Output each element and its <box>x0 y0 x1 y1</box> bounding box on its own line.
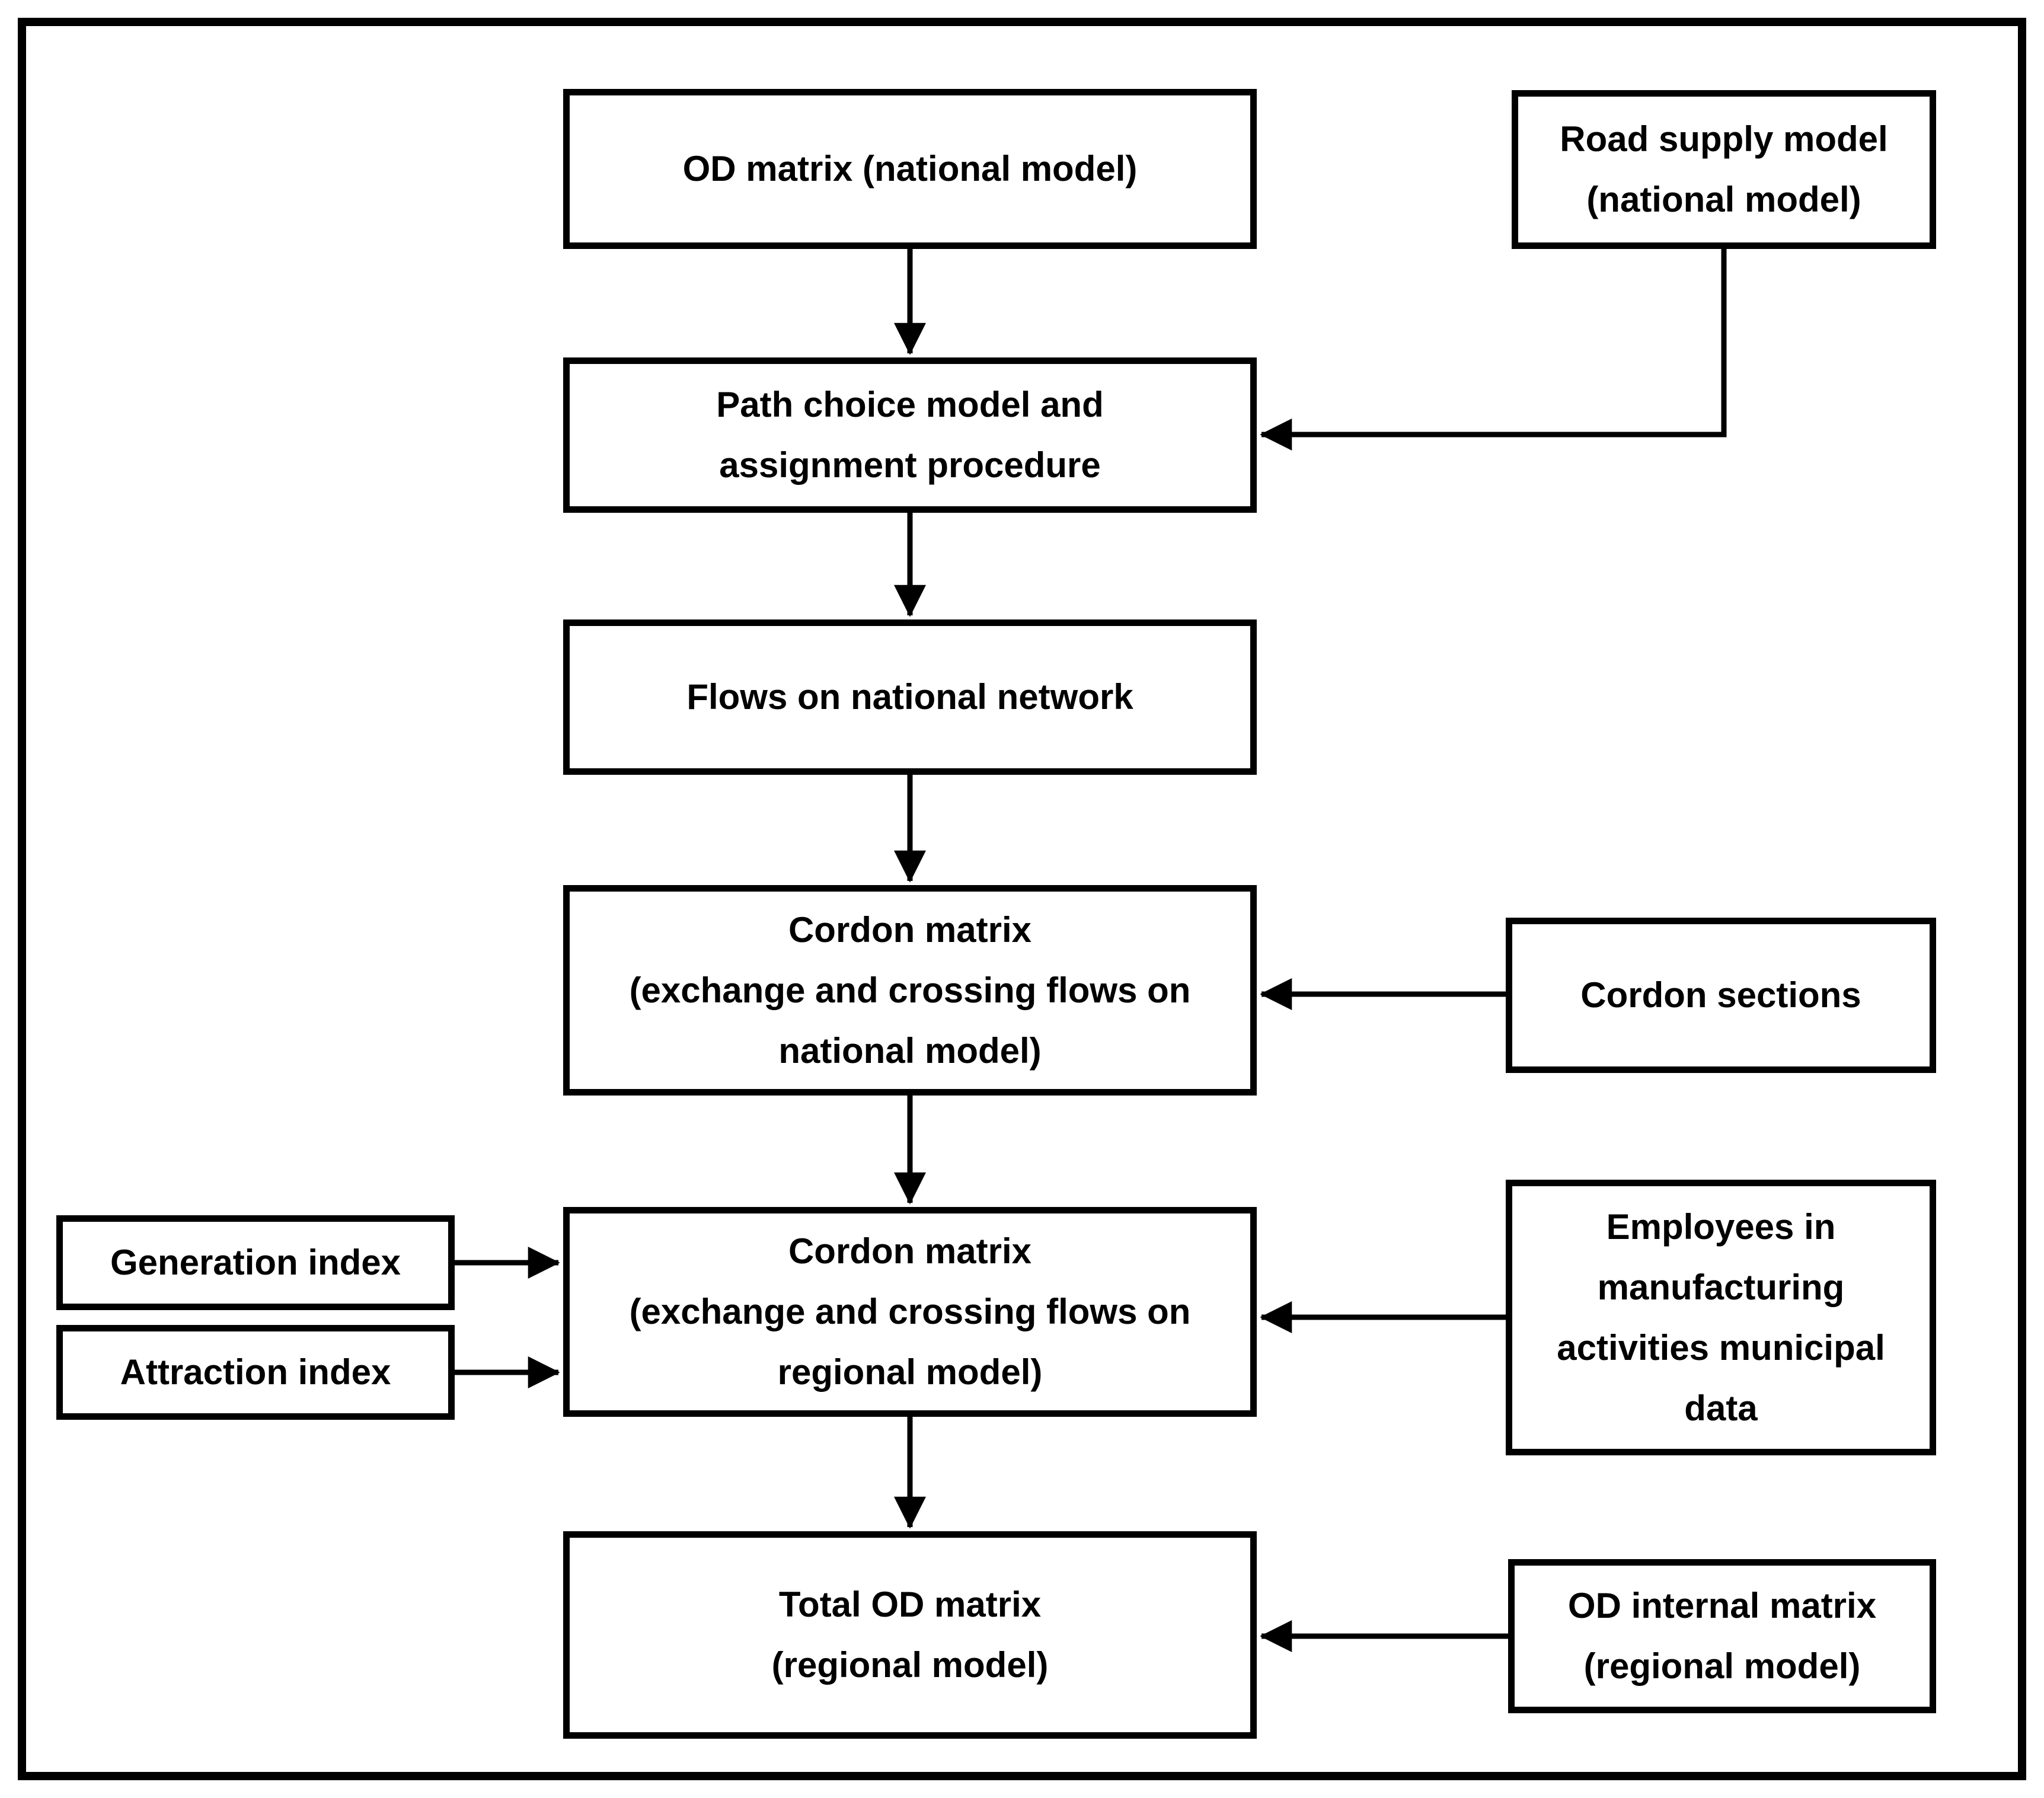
arrow-road-supply-to-path-choice <box>1260 249 1727 451</box>
node-employees-manufacturing-label: Employees in manufacturing activities mu… <box>1557 1206 1885 1428</box>
node-total-od-matrix-regional-label: Total OD matrix (regional model) <box>771 1585 1049 1685</box>
node-road-supply-model-label: Road supply model (national model) <box>1560 119 1888 219</box>
node-generation-index: Generation index <box>56 1215 455 1310</box>
node-employees-manufacturing: Employees in manufacturing activities mu… <box>1506 1180 1936 1455</box>
node-flows-national-network: Flows on national network <box>563 619 1257 775</box>
node-generation-index-label: Generation index <box>110 1243 401 1282</box>
node-path-choice-model-label: Path choice model and assignment procedu… <box>716 385 1104 485</box>
node-flows-national-network-label: Flows on national network <box>686 677 1133 717</box>
node-od-matrix-national: OD matrix (national model) <box>563 89 1257 249</box>
node-cordon-matrix-regional-label: Cordon matrix (exchange and crossing flo… <box>629 1231 1191 1392</box>
node-cordon-sections: Cordon sections <box>1506 918 1936 1073</box>
node-cordon-matrix-national: Cordon matrix (exchange and crossing flo… <box>563 885 1257 1096</box>
node-od-internal-matrix-regional-label: OD internal matrix (regional model) <box>1567 1586 1877 1686</box>
node-cordon-matrix-regional: Cordon matrix (exchange and crossing flo… <box>563 1207 1257 1417</box>
node-road-supply-model: Road supply model (national model) <box>1512 90 1936 249</box>
node-cordon-sections-label: Cordon sections <box>1580 975 1861 1015</box>
node-total-od-matrix-regional: Total OD matrix (regional model) <box>563 1531 1257 1739</box>
diagram-border <box>18 18 2026 1780</box>
node-od-internal-matrix-regional: OD internal matrix (regional model) <box>1508 1559 1936 1713</box>
node-cordon-matrix-national-label: Cordon matrix (exchange and crossing flo… <box>629 909 1191 1071</box>
node-od-matrix-national-label: OD matrix (national model) <box>682 149 1138 189</box>
node-path-choice-model: Path choice model and assignment procedu… <box>563 357 1257 513</box>
node-attraction-index-label: Attraction index <box>120 1352 391 1392</box>
node-attraction-index: Attraction index <box>56 1325 455 1420</box>
